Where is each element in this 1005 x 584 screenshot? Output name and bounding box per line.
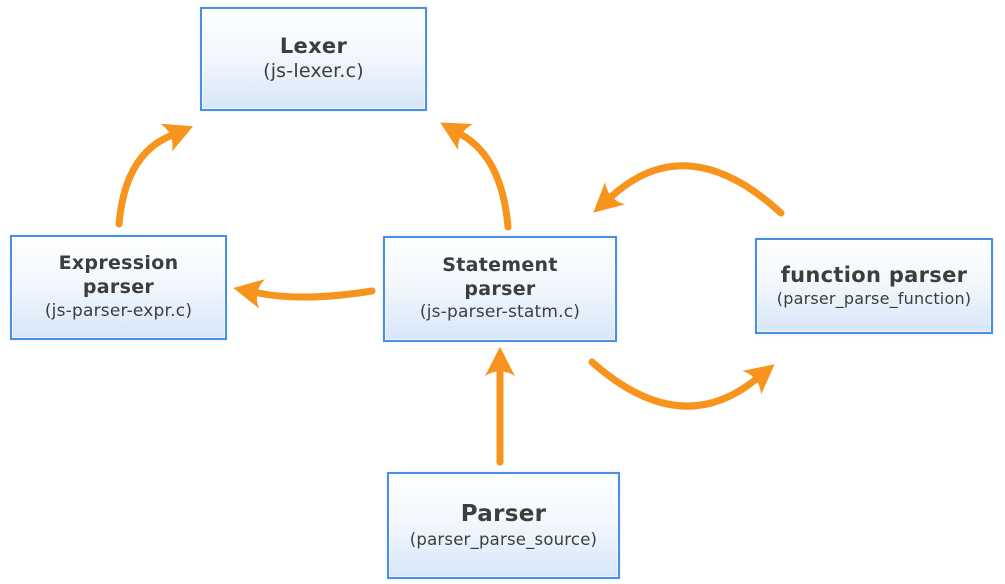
node-parser-title: Parser <box>460 500 547 527</box>
node-expression-parser-title: Expression parser <box>58 252 179 299</box>
node-statement-parser-title: Statement parser <box>442 253 558 300</box>
node-lexer: Lexer (js-lexer.c) <box>200 7 427 111</box>
arrow-function-parser-to-statement-parser <box>593 162 785 217</box>
node-lexer-title: Lexer <box>279 34 348 59</box>
node-lexer-file: (js-lexer.c) <box>263 60 364 83</box>
node-function-parser: function parser (parser_parse_function) <box>755 238 993 334</box>
node-statement-parser-file: (js-parser-statm.c) <box>419 302 581 323</box>
node-expression-parser-file: (js-parser-expr.c) <box>44 300 193 321</box>
arrow-statement-parser-to-function-parser <box>588 358 775 410</box>
node-parser: Parser (parser_parse_source) <box>387 472 620 579</box>
node-statement-parser: Statement parser (js-parser-statm.c) <box>383 236 617 342</box>
node-parser-file: (parser_parse_source) <box>409 529 598 549</box>
node-function-parser-file: (parser_parse_function) <box>776 289 972 309</box>
node-expression-parser: Expression parser (js-parser-expr.c) <box>10 235 227 340</box>
arrow-statement-parser-to-expression-parser <box>233 279 376 309</box>
arrow-statement-parser-to-lexer <box>440 122 512 231</box>
node-function-parser-title: function parser <box>780 263 968 288</box>
arrow-expression-parser-to-lexer <box>115 123 194 228</box>
